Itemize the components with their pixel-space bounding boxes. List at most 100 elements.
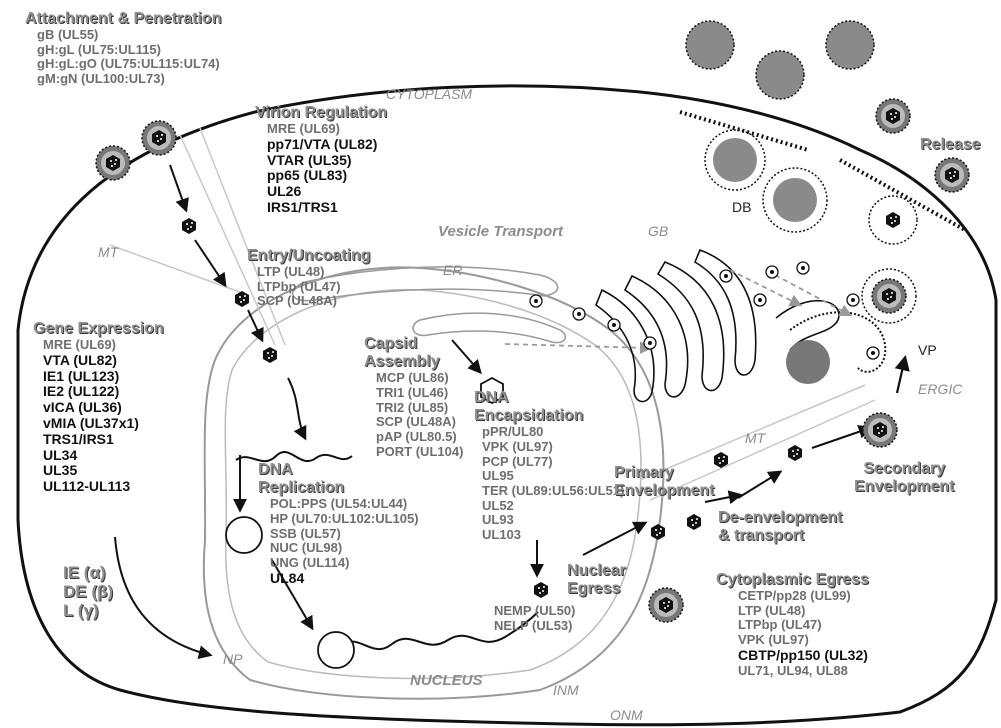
dna-encapsidation-item: PCP (UL77)	[474, 455, 624, 470]
cytoplasmic-egress-item: CETP/pp28 (UL99)	[716, 589, 869, 604]
kinetics-item: DE (β)	[63, 582, 113, 601]
nucleus-label: NUCLEUS	[410, 672, 483, 689]
vp-label: VP	[918, 343, 937, 359]
entry-uncoating-block: Entry/Uncoating LTP (UL48) LTPbp (UL47) …	[247, 247, 371, 309]
dna-encapsidation-title: Encapsidation	[474, 407, 624, 425]
cytoplasmic-egress-item: LTPbp (UL47)	[716, 618, 869, 633]
virion-regulation-item: MRE (UL69)	[255, 122, 387, 137]
ergic-label: ERGIC	[918, 381, 962, 397]
attachment-block: Attachment & Penetration gB (UL55) gH:gL…	[25, 10, 221, 87]
capsid-assembly-block: Capsid Assembly MCP (UL86) TRI1 (UL46) T…	[364, 335, 463, 459]
secondary-envelopment-title: Secondary	[854, 460, 954, 478]
virion-regulation-item: pp71/VTA (UL82)	[255, 137, 387, 153]
release-block: Release	[920, 136, 981, 154]
attachment-item: gH:gL (UL75:UL115)	[25, 43, 221, 58]
nuclear-egress-block: Nuclear Egress	[567, 562, 626, 598]
gene-expression-block: Gene Expression MRE (UL69) VTA (UL82) IE…	[33, 320, 164, 495]
entry-uncoating-item: LTPbp (UL47)	[247, 280, 371, 295]
gene-expression-item: vICA (UL36)	[33, 400, 164, 416]
cytoplasmic-egress-block: Cytoplasmic Egress CETP/pp28 (UL99) LTP …	[716, 571, 869, 678]
cytoplasmic-egress-item: UL71, UL94, UL88	[716, 664, 869, 679]
dna-encapsidation-item: UL103	[474, 528, 624, 543]
cytoplasm-label: CYTOPLASM	[386, 86, 472, 102]
capsid-assembly-item: TRI2 (UL85)	[364, 401, 463, 416]
dna-replication-item: UL84	[258, 571, 419, 587]
attachment-item: gB (UL55)	[25, 28, 221, 43]
dna-replication-title: Replication	[258, 479, 419, 497]
dna-encapsidation-title: DNA	[474, 389, 624, 407]
gene-expression-item: vMIA (UL37x1)	[33, 416, 164, 432]
nuclear-egress-title: Egress	[567, 580, 626, 598]
capsid-assembly-item: PORT (UL104)	[364, 445, 463, 460]
np-label: NP	[223, 651, 242, 667]
gene-expression-item: UL35	[33, 463, 164, 479]
attachment-item: gM:gN (UL100:UL73)	[25, 72, 221, 87]
attachment-title: Attachment & Penetration	[25, 10, 221, 28]
deenvelopment-block: De-envelopment & transport	[718, 509, 842, 545]
deenvelopment-title: & transport	[718, 527, 842, 545]
deenvelopment-title: De-envelopment	[718, 509, 842, 527]
dna-replication-block: DNA Replication POL:PPS (UL54:UL44) HP (…	[258, 461, 419, 586]
primary-envelopment-title: Primary	[614, 464, 714, 482]
virion-regulation-item: UL26	[255, 184, 387, 200]
primary-envelopment-block: Primary Envelopment	[614, 464, 714, 500]
secondary-envelopment-title: Envelopment	[854, 478, 954, 496]
vesicle-transport-label: Vesicle Transport	[438, 223, 563, 240]
nuclear-egress-item: NEMP (UL50)	[494, 604, 575, 619]
dna-encapsidation-block: DNA Encapsidation pPR/UL80 VPK (UL97) PC…	[474, 389, 624, 543]
gene-expression-item: MRE (UL69)	[33, 338, 164, 353]
cytoplasmic-egress-title: Cytoplasmic Egress	[716, 571, 869, 589]
capsid-assembly-item: SCP (UL48A)	[364, 415, 463, 430]
er-label: ER	[443, 262, 462, 278]
db-label: DB	[732, 200, 751, 216]
gene-expression-title: Gene Expression	[33, 320, 164, 338]
gene-expression-item: IE2 (UL122)	[33, 384, 164, 400]
dna-encapsidation-item: UL95	[474, 469, 624, 484]
gene-expression-item: VTA (UL82)	[33, 353, 164, 369]
capsid-assembly-item: TRI1 (UL46)	[364, 386, 463, 401]
virion-regulation-title: Virion Regulation	[255, 104, 387, 122]
mt-right-label: MT	[745, 430, 765, 446]
cytoplasmic-egress-item: LTP (UL48)	[716, 604, 869, 619]
nuclear-egress-items: NEMP (UL50) NELP (UL53)	[494, 604, 575, 633]
virion-regulation-item: VTAR (UL35)	[255, 153, 387, 169]
virion-regulation-item: IRS1/TRS1	[255, 200, 387, 216]
entry-uncoating-item: SCP (UL48A)	[247, 294, 371, 309]
mt-left-label: MT	[98, 244, 118, 260]
kinetics-block: IE (α) DE (β) L (γ)	[63, 563, 113, 621]
capsid-assembly-item: MCP (UL86)	[364, 371, 463, 386]
cytoplasmic-egress-item: VPK (UL97)	[716, 633, 869, 648]
gene-expression-item: UL34	[33, 448, 164, 464]
kinetics-item: IE (α)	[63, 563, 113, 582]
virion-regulation-block: Virion Regulation MRE (UL69) pp71/VTA (U…	[255, 104, 387, 216]
dna-replication-item: UNG (UL114)	[258, 556, 419, 571]
dna-replication-title: DNA	[258, 461, 419, 479]
dna-encapsidation-item: TER (UL89:UL56:UL51)	[474, 484, 624, 499]
virion-regulation-item: pp65 (UL83)	[255, 168, 387, 184]
nuclear-egress-title: Nuclear	[567, 562, 626, 580]
primary-envelopment-title: Envelopment	[614, 482, 714, 500]
capsid-assembly-title: Capsid	[364, 335, 463, 353]
gene-expression-item: UL112-UL113	[33, 479, 164, 495]
nuclear-egress-item: NELP (UL53)	[494, 619, 575, 634]
attachment-item: gH:gL:gO (UL75:UL115:UL74)	[25, 57, 221, 72]
dna-replication-item: NUC (UL98)	[258, 541, 419, 556]
release-title: Release	[920, 136, 981, 154]
cytoplasmic-egress-item: CBTP/pp150 (UL32)	[716, 648, 869, 664]
onm-label: ONM	[610, 707, 643, 723]
dna-encapsidation-item: UL52	[474, 499, 624, 514]
kinetics-item: L (γ)	[63, 601, 113, 620]
secondary-envelopment-block: Secondary Envelopment	[854, 460, 954, 496]
entry-uncoating-title: Entry/Uncoating	[247, 247, 371, 265]
dna-encapsidation-item: VPK (UL97)	[474, 440, 624, 455]
entry-uncoating-item: LTP (UL48)	[247, 265, 371, 280]
dna-replication-item: POL:PPS (UL54:UL44)	[258, 497, 419, 512]
inm-label: INM	[553, 682, 579, 698]
capsid-assembly-item: pAP (UL80.5)	[364, 430, 463, 445]
gene-expression-item: IE1 (UL123)	[33, 369, 164, 385]
dna-encapsidation-item: UL93	[474, 513, 624, 528]
dna-replication-item: SSB (UL57)	[258, 527, 419, 542]
capsid-assembly-title: Assembly	[364, 353, 463, 371]
gene-expression-item: TRS1/IRS1	[33, 432, 164, 448]
